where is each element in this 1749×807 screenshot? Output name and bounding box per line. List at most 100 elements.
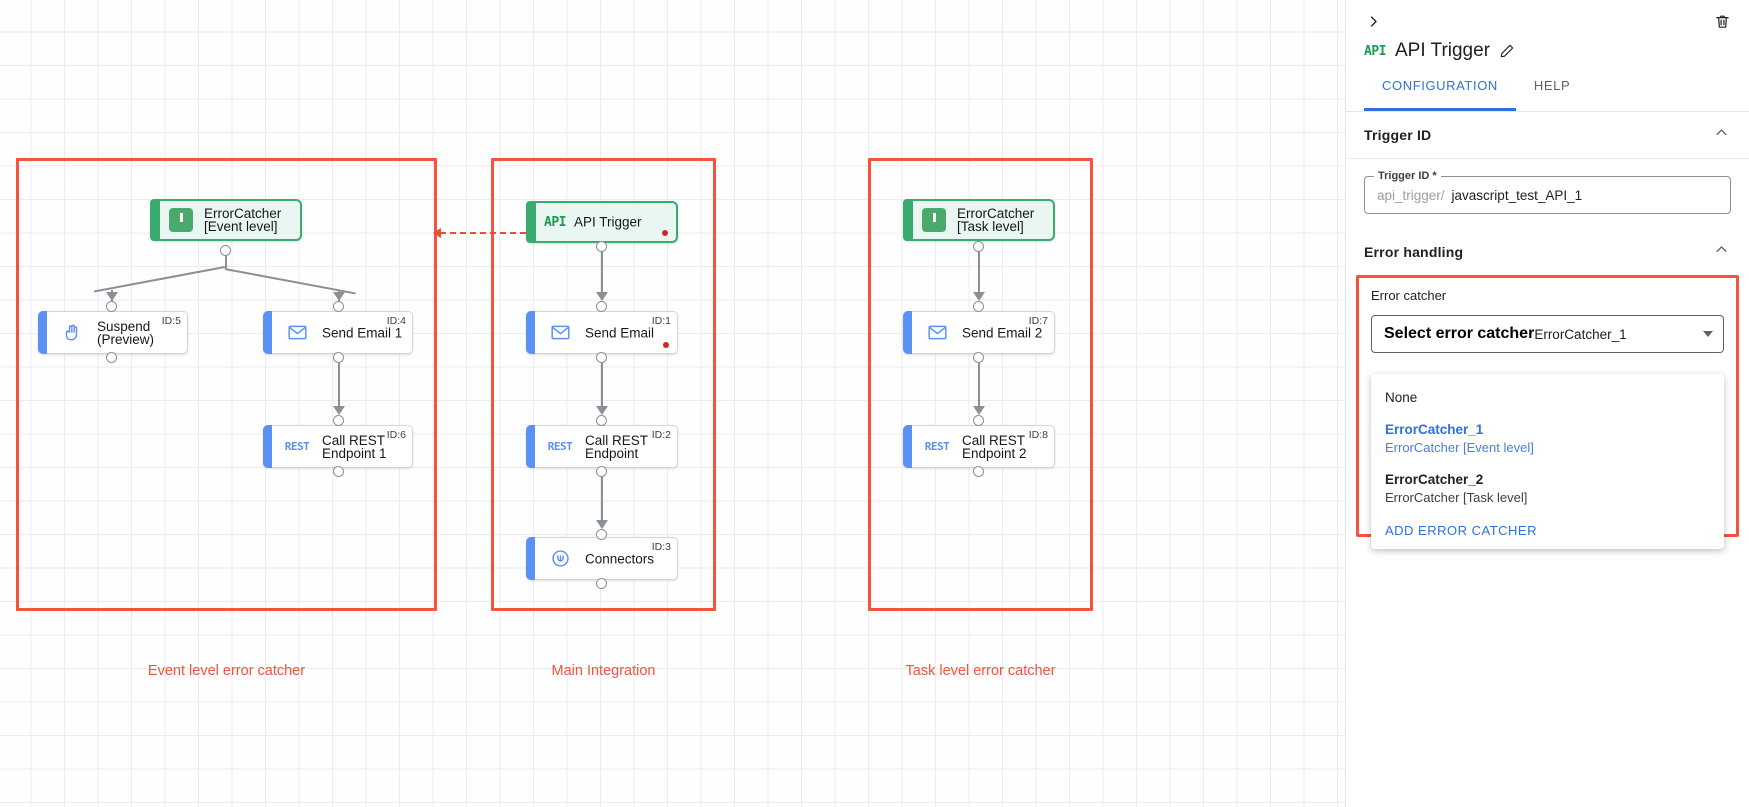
node-label: Call REST Endpoint xyxy=(585,432,649,461)
node-errorcatcher-event-level[interactable]: ErrorCatcher [Event level] xyxy=(150,199,302,241)
node-port-out[interactable] xyxy=(333,466,344,477)
node-id-badge: ID:3 xyxy=(651,541,671,553)
node-port-in[interactable] xyxy=(973,415,984,426)
node-port-out[interactable] xyxy=(596,466,607,477)
edge-vertical xyxy=(601,471,603,521)
envelope-icon xyxy=(284,320,310,346)
edge-arrow xyxy=(596,292,608,301)
node-id-badge: ID:5 xyxy=(161,315,181,327)
node-port-out[interactable] xyxy=(973,466,984,477)
node-send-email-2[interactable]: Send Email 2 ID:7 xyxy=(903,311,1055,354)
rest-icon: REST xyxy=(924,440,950,453)
section-header-error-handling[interactable]: Error handling xyxy=(1346,228,1749,275)
node-send-email[interactable]: Send Email ID:1 xyxy=(526,311,678,354)
node-port-in[interactable] xyxy=(106,301,117,312)
tab-help[interactable]: HELP xyxy=(1533,78,1571,93)
chevron-up-icon[interactable] xyxy=(1714,242,1729,262)
dropdown-option-errorcatcher-2[interactable]: ErrorCatcher_2 ErrorCatcher [Task level] xyxy=(1371,464,1724,514)
panel-title-row: API API Trigger xyxy=(1364,40,1515,62)
node-port-out[interactable] xyxy=(333,352,344,363)
node-call-rest-endpoint-1[interactable]: REST Call REST Endpoint 1 ID:6 xyxy=(263,425,413,468)
api-icon: API xyxy=(1364,43,1386,59)
node-api-trigger[interactable]: API API Trigger xyxy=(526,201,678,243)
select-error-catcher[interactable]: Select error catcher ErrorCatcher_1 xyxy=(1371,315,1724,353)
node-connectors[interactable]: Connectors ID:3 xyxy=(526,537,678,580)
node-label: Send Email xyxy=(585,325,655,340)
node-label: ErrorCatcher [Event level] xyxy=(204,206,282,234)
node-port-out[interactable] xyxy=(973,241,984,252)
group-box-task-level[interactable] xyxy=(868,158,1093,611)
node-port-out[interactable] xyxy=(596,352,607,363)
dropdown-option-secondary: ErrorCatcher [Task level] xyxy=(1385,490,1528,505)
tab-configuration[interactable]: CONFIGURATION xyxy=(1364,78,1516,111)
add-error-catcher-button[interactable]: ADD ERROR CATCHER xyxy=(1385,523,1537,538)
edge-vertical xyxy=(338,357,340,407)
section-header-trigger-id[interactable]: Trigger ID xyxy=(1346,112,1749,159)
trigger-id-label: Trigger ID * xyxy=(1374,170,1441,182)
node-accent-bar xyxy=(38,311,47,354)
edge-vertical xyxy=(601,247,603,297)
node-port-out[interactable] xyxy=(596,578,607,589)
dropdown-option-primary: None xyxy=(1385,390,1418,405)
node-label: Call REST Endpoint 1 xyxy=(322,432,387,461)
node-port-out[interactable] xyxy=(596,241,607,252)
chevron-right-icon[interactable] xyxy=(1360,8,1386,34)
dropdown-option-none[interactable]: None xyxy=(1371,382,1724,414)
page-title: API Trigger xyxy=(1394,40,1491,61)
node-accent-bar xyxy=(263,311,272,354)
node-label: Suspend (Preview) xyxy=(97,318,155,347)
node-port-out[interactable] xyxy=(973,352,984,363)
group-label-main-integration: Main Integration xyxy=(551,663,656,679)
dropdown-option-secondary: ErrorCatcher [Event level] xyxy=(1385,440,1534,455)
edge-vertical xyxy=(225,250,227,268)
node-port-in[interactable] xyxy=(596,529,607,540)
section-title: Error handling xyxy=(1364,243,1464,260)
hand-icon xyxy=(59,320,85,346)
dropdown-option-errorcatcher-1[interactable]: ErrorCatcher_1 ErrorCatcher [Event level… xyxy=(1371,414,1724,464)
node-port-in[interactable] xyxy=(333,301,344,312)
node-send-email-1[interactable]: Send Email 1 ID:4 xyxy=(263,311,413,354)
select-error-catcher-label: Select error catcher xyxy=(1384,325,1535,342)
edge-arrow xyxy=(333,406,345,415)
error-link-arrow-head xyxy=(433,228,441,238)
trash-icon[interactable] xyxy=(1710,9,1734,33)
node-accent-bar xyxy=(526,425,535,468)
node-port-out[interactable] xyxy=(220,245,231,256)
edge-vertical xyxy=(978,247,980,297)
error-catcher-block: Error catcher Select error catcher Error… xyxy=(1356,275,1739,549)
edge-arrow-right xyxy=(333,292,345,301)
workflow-canvas[interactable]: Event level error catcher Main Integrati… xyxy=(0,0,1345,807)
trigger-id-value: javascript_test_API_1 xyxy=(1451,187,1583,203)
trigger-id-input[interactable]: Trigger ID * api_trigger/ javascript_tes… xyxy=(1364,170,1731,214)
group-box-event-level[interactable] xyxy=(16,158,437,611)
node-id-badge: ID:7 xyxy=(1028,315,1048,327)
node-port-in[interactable] xyxy=(596,301,607,312)
node-port-out[interactable] xyxy=(106,352,117,363)
chevron-down-icon[interactable] xyxy=(1703,331,1713,337)
chevron-up-icon[interactable] xyxy=(1714,125,1729,145)
node-call-rest-endpoint-2[interactable]: REST Call REST Endpoint 2 ID:8 xyxy=(903,425,1055,468)
node-accent-bar xyxy=(903,199,913,241)
dropdown-option-primary: ErrorCatcher_1 xyxy=(1385,422,1484,437)
node-port-in[interactable] xyxy=(973,301,984,312)
error-catcher-icon xyxy=(168,207,194,233)
node-call-rest-endpoint[interactable]: REST Call REST Endpoint ID:2 xyxy=(526,425,678,468)
group-label-task-level: Task level error catcher xyxy=(905,663,1056,679)
node-accent-bar xyxy=(526,537,535,580)
node-label: ErrorCatcher [Task level] xyxy=(957,206,1035,234)
node-errorcatcher-task-level[interactable]: ErrorCatcher [Task level] xyxy=(903,199,1055,241)
group-box-main-integration[interactable] xyxy=(491,158,716,611)
node-suspend-preview[interactable]: Suspend (Preview) ID:5 xyxy=(38,311,188,354)
node-port-in[interactable] xyxy=(596,415,607,426)
node-accent-bar xyxy=(526,201,536,243)
edge-arrow xyxy=(596,520,608,529)
panel-header: API API Trigger xyxy=(1346,0,1749,78)
trigger-id-field-wrap: Trigger ID * api_trigger/ javascript_tes… xyxy=(1346,159,1749,228)
error-catcher-dropdown[interactable]: None ErrorCatcher_1 ErrorCatcher [Event … xyxy=(1371,374,1724,549)
envelope-icon xyxy=(924,320,950,346)
node-label: API Trigger xyxy=(574,214,642,230)
pencil-icon[interactable] xyxy=(1499,43,1515,59)
node-port-in[interactable] xyxy=(333,415,344,426)
node-accent-bar xyxy=(263,425,272,468)
